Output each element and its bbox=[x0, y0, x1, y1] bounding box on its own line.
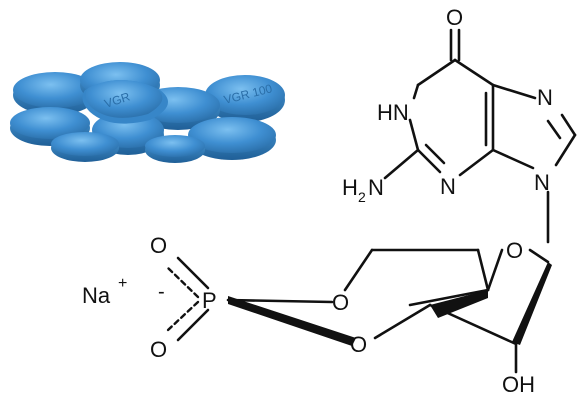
pill bbox=[188, 117, 276, 153]
sugar-phosphate bbox=[166, 248, 552, 374]
atom-o5: O bbox=[332, 290, 349, 315]
atom-labels: O N HN N N H 2 N O O O P O O - OH Na + bbox=[82, 5, 553, 396]
atom-amine-sub: 2 bbox=[358, 189, 366, 205]
pill bbox=[51, 132, 119, 156]
atom-o-ring: O bbox=[506, 238, 523, 263]
atom-n1: HN bbox=[377, 100, 409, 125]
counterion-charge: + bbox=[118, 275, 127, 292]
pill bbox=[85, 80, 163, 118]
guanine-rings bbox=[383, 28, 577, 244]
atom-o3: O bbox=[350, 332, 367, 357]
atom-p: P bbox=[202, 288, 217, 313]
pill bbox=[145, 135, 205, 157]
atom-amine-h: H bbox=[342, 175, 358, 200]
atom-n3: N bbox=[440, 174, 456, 199]
atom-p-o-bottom: O bbox=[150, 337, 167, 362]
pill-pile: VGR VGR 100 bbox=[10, 62, 285, 163]
atom-p-minus: - bbox=[158, 281, 165, 303]
atom-oh: OH bbox=[502, 372, 535, 396]
pill bbox=[13, 72, 97, 108]
counterion-symbol: Na bbox=[82, 283, 111, 308]
atom-p-o-top: O bbox=[150, 233, 167, 258]
atom-n9: N bbox=[534, 170, 550, 195]
atom-amine-n: N bbox=[368, 175, 384, 200]
pill bbox=[205, 75, 285, 115]
atom-o-carbonyl: O bbox=[446, 5, 463, 30]
atom-n7: N bbox=[537, 85, 553, 110]
pill bbox=[10, 107, 90, 139]
